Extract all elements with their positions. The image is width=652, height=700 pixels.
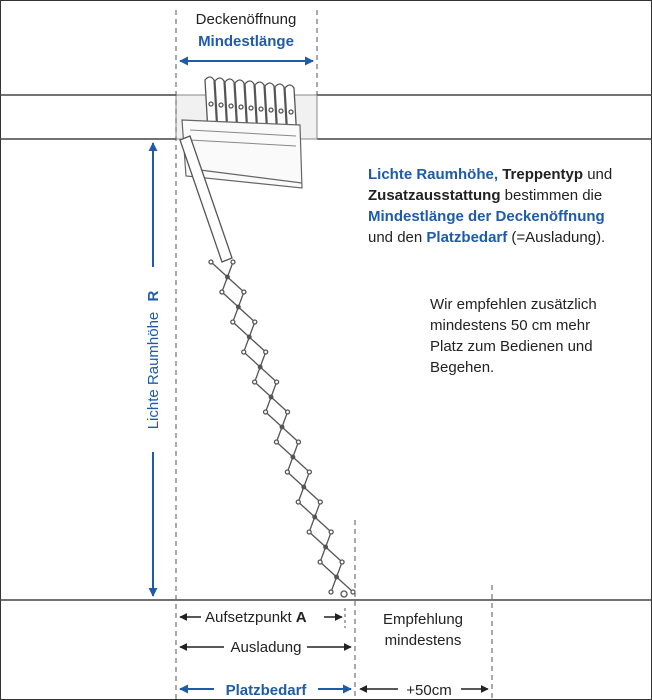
scissor-ladder (208, 259, 356, 598)
scissor-joint (328, 589, 334, 595)
scissor-pivot (225, 274, 230, 280)
opening-top-label: Deckenöffnung (196, 11, 297, 28)
scissor-joint (284, 469, 291, 475)
ausladung-label: Ausladung (231, 639, 302, 656)
scissor-joint (295, 499, 301, 505)
room-height-label: Lichte Raumhöhe R (145, 291, 162, 430)
scissor-joint (208, 259, 214, 265)
opening-bottom-label: Mindestlänge (198, 33, 294, 50)
scissor-pivot (323, 544, 329, 550)
scissor-joint (284, 409, 291, 415)
folded-step-rivet (228, 103, 234, 109)
folded-step-rivet (208, 101, 214, 107)
folded-step-rivet (258, 106, 264, 112)
scissor-pivot (246, 334, 252, 340)
scissor-joint (251, 379, 258, 385)
folded-step-rivet (248, 105, 254, 111)
scissor-joint (306, 529, 312, 535)
scissor-joint (273, 439, 280, 445)
empfehlung-line2: mindestens (385, 632, 462, 649)
empfehlung-line1: Empfehlung (383, 611, 463, 628)
scissor-joint (295, 439, 302, 445)
scissor-joint (230, 319, 236, 325)
scissor-joint (219, 289, 225, 295)
scissor-joint (241, 349, 247, 355)
scissor-joint (317, 499, 323, 505)
scissor-joint (252, 319, 258, 325)
info-paragraph-recommendation: Wir empfehlen zusätzlich mindestens 50 c… (430, 296, 597, 376)
scissor-joint (339, 559, 345, 565)
folded-step-rivet (278, 108, 284, 114)
scissor-joint (317, 559, 323, 565)
scissor-pivot (257, 364, 263, 370)
ladder-hinge-arm (179, 135, 233, 263)
scissor-joint (263, 349, 269, 355)
info-paragraph-main: Lichte Raumhöhe, Treppentyp und Zusatzau… (368, 166, 613, 246)
scissor-pivot (279, 424, 285, 430)
platzbedarf-label: Platzbedarf (226, 682, 308, 699)
scissor-pivot (235, 304, 241, 310)
folded-step-rivet (288, 109, 294, 115)
folded-ladder-packet (181, 76, 303, 189)
scissor-joint (306, 469, 313, 475)
scissor-pivot (301, 484, 307, 490)
empfehlung-line3: +50cm (406, 682, 451, 699)
scissor-joint (230, 259, 236, 265)
folded-step-rivet (268, 107, 274, 113)
scissor-joint (241, 289, 247, 295)
scissor-joint (328, 529, 334, 535)
folded-step-rivet (238, 104, 244, 110)
scissor-joint (350, 589, 356, 595)
ladder-foot (340, 590, 348, 598)
scissor-pivot (334, 574, 339, 580)
scissor-pivot (312, 514, 318, 520)
folded-step-rivet (218, 102, 224, 108)
scissor-joint (273, 379, 280, 385)
scissor-pivot (268, 394, 274, 400)
scissor-joint (262, 409, 269, 415)
scissor-pivot (290, 454, 296, 460)
